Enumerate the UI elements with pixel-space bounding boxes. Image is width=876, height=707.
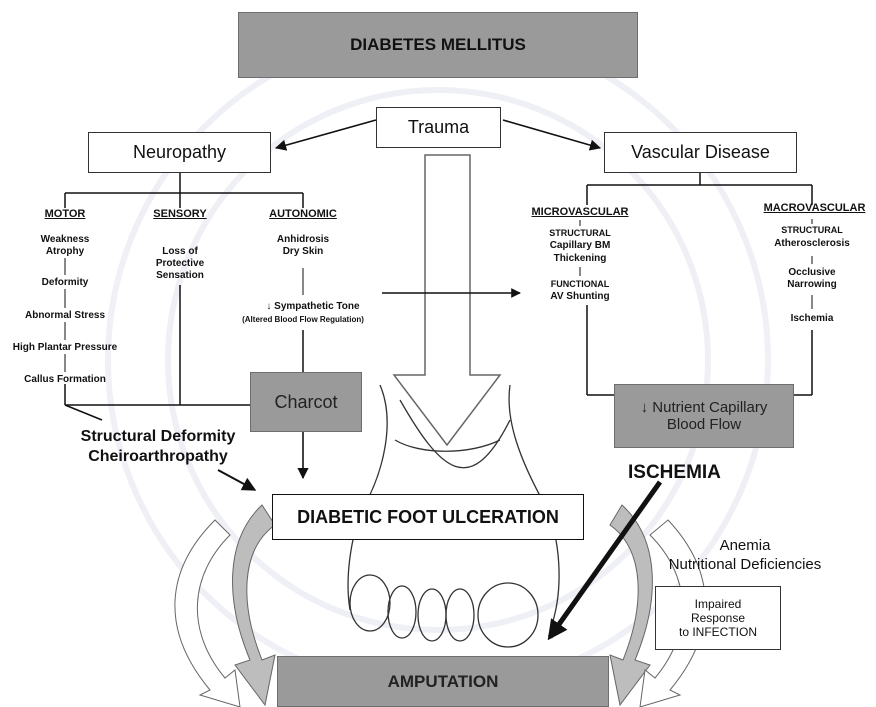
anemia-label: Anemia [680,537,810,555]
microvascular-item-thickening: Thickening [530,253,630,265]
microvascular-item-av-shunting: AV Shunting [530,291,630,303]
macrovascular-item-structural: STRUCTURAL [762,225,862,236]
impaired-line2: Response [691,611,745,625]
trauma-box: Trauma [376,107,501,148]
diabetic-foot-ulceration-label: DIABETIC FOOT ULCERATION [297,507,559,528]
autonomic-item-altered-blood-flow: (Altered Blood Flow Regulation) [228,315,378,325]
sensory-item-protective: Protective [140,258,220,270]
motor-item-high-plantar-pressure: High Plantar Pressure [5,342,125,354]
trauma-hollow-arrow [394,155,500,445]
vascular-disease-label: Vascular Disease [631,142,770,163]
nutrient-capillary-box: ↓ Nutrient Capillary Blood Flow [614,384,794,448]
neuropathy-label: Neuropathy [133,142,226,163]
nutrient-capillary-line2: Blood Flow [667,416,741,433]
sensory-item-sensation: Sensation [140,270,220,282]
amputation-label: AMPUTATION [388,672,499,692]
impaired-response-box: Impaired Response to INFECTION [655,586,781,650]
macrovascular-header: MACROVASCULAR [757,202,872,215]
macrovascular-item-ischemia: Ischemia [762,313,862,325]
motor-item-atrophy: Atrophy [20,246,110,258]
ischemia-label: ISCHEMIA [628,462,738,485]
impaired-line1: Impaired [695,597,742,611]
impaired-line3: to INFECTION [679,625,757,639]
arrow-deformity-to-ulcer [218,470,255,490]
diabetes-mellitus-label: DIABETES MELLITUS [350,35,526,55]
sensory-header: SENSORY [140,208,220,221]
cheiroarthropathy-label: Cheiroarthropathy [58,447,258,466]
microvascular-header: MICROVASCULAR [525,206,635,219]
microvascular-item-functional: FUNCTIONAL [530,279,630,290]
motor-item-callus-formation: Callus Formation [10,374,120,386]
nutritional-deficiencies-label: Nutritional Deficiencies [660,556,830,574]
diabetes-mellitus-box: DIABETES MELLITUS [238,12,638,78]
autonomic-item-anhidrosis: Anhidrosis [258,234,348,246]
motor-item-deformity: Deformity [20,277,110,289]
macrovascular-item-atherosclerosis: Atherosclerosis [757,238,867,250]
motor-item-weakness: Weakness [20,234,110,246]
neuropathy-box: Neuropathy [88,132,271,173]
sensory-item-loss-of: Loss of [140,246,220,258]
structural-deformity-label: Structural Deformity [58,427,258,446]
autonomic-header: AUTONOMIC [258,208,348,221]
nutrient-capillary-line1: ↓ Nutrient Capillary [641,399,768,416]
autonomic-item-dry-skin: Dry Skin [258,246,348,258]
autonomic-item-sympathetic-tone: ↓ Sympathetic Tone [243,301,383,313]
charcot-label: Charcot [274,392,337,413]
charcot-box: Charcot [250,372,362,432]
trauma-label: Trauma [408,117,469,138]
amputation-box: AMPUTATION [277,656,609,707]
left-curved-arrow [233,505,275,705]
microvascular-item-structural: STRUCTURAL [530,228,630,239]
microvascular-item-capillary-bm: Capillary BM [530,240,630,252]
vascular-disease-box: Vascular Disease [604,132,797,173]
diabetic-foot-ulceration-box: DIABETIC FOOT ULCERATION [272,494,584,540]
macrovascular-item-narrowing: Narrowing [762,279,862,291]
motor-item-abnormal-stress: Abnormal Stress [10,310,120,322]
motor-header: MOTOR [30,208,100,221]
macrovascular-item-occlusive: Occlusive [762,267,862,279]
